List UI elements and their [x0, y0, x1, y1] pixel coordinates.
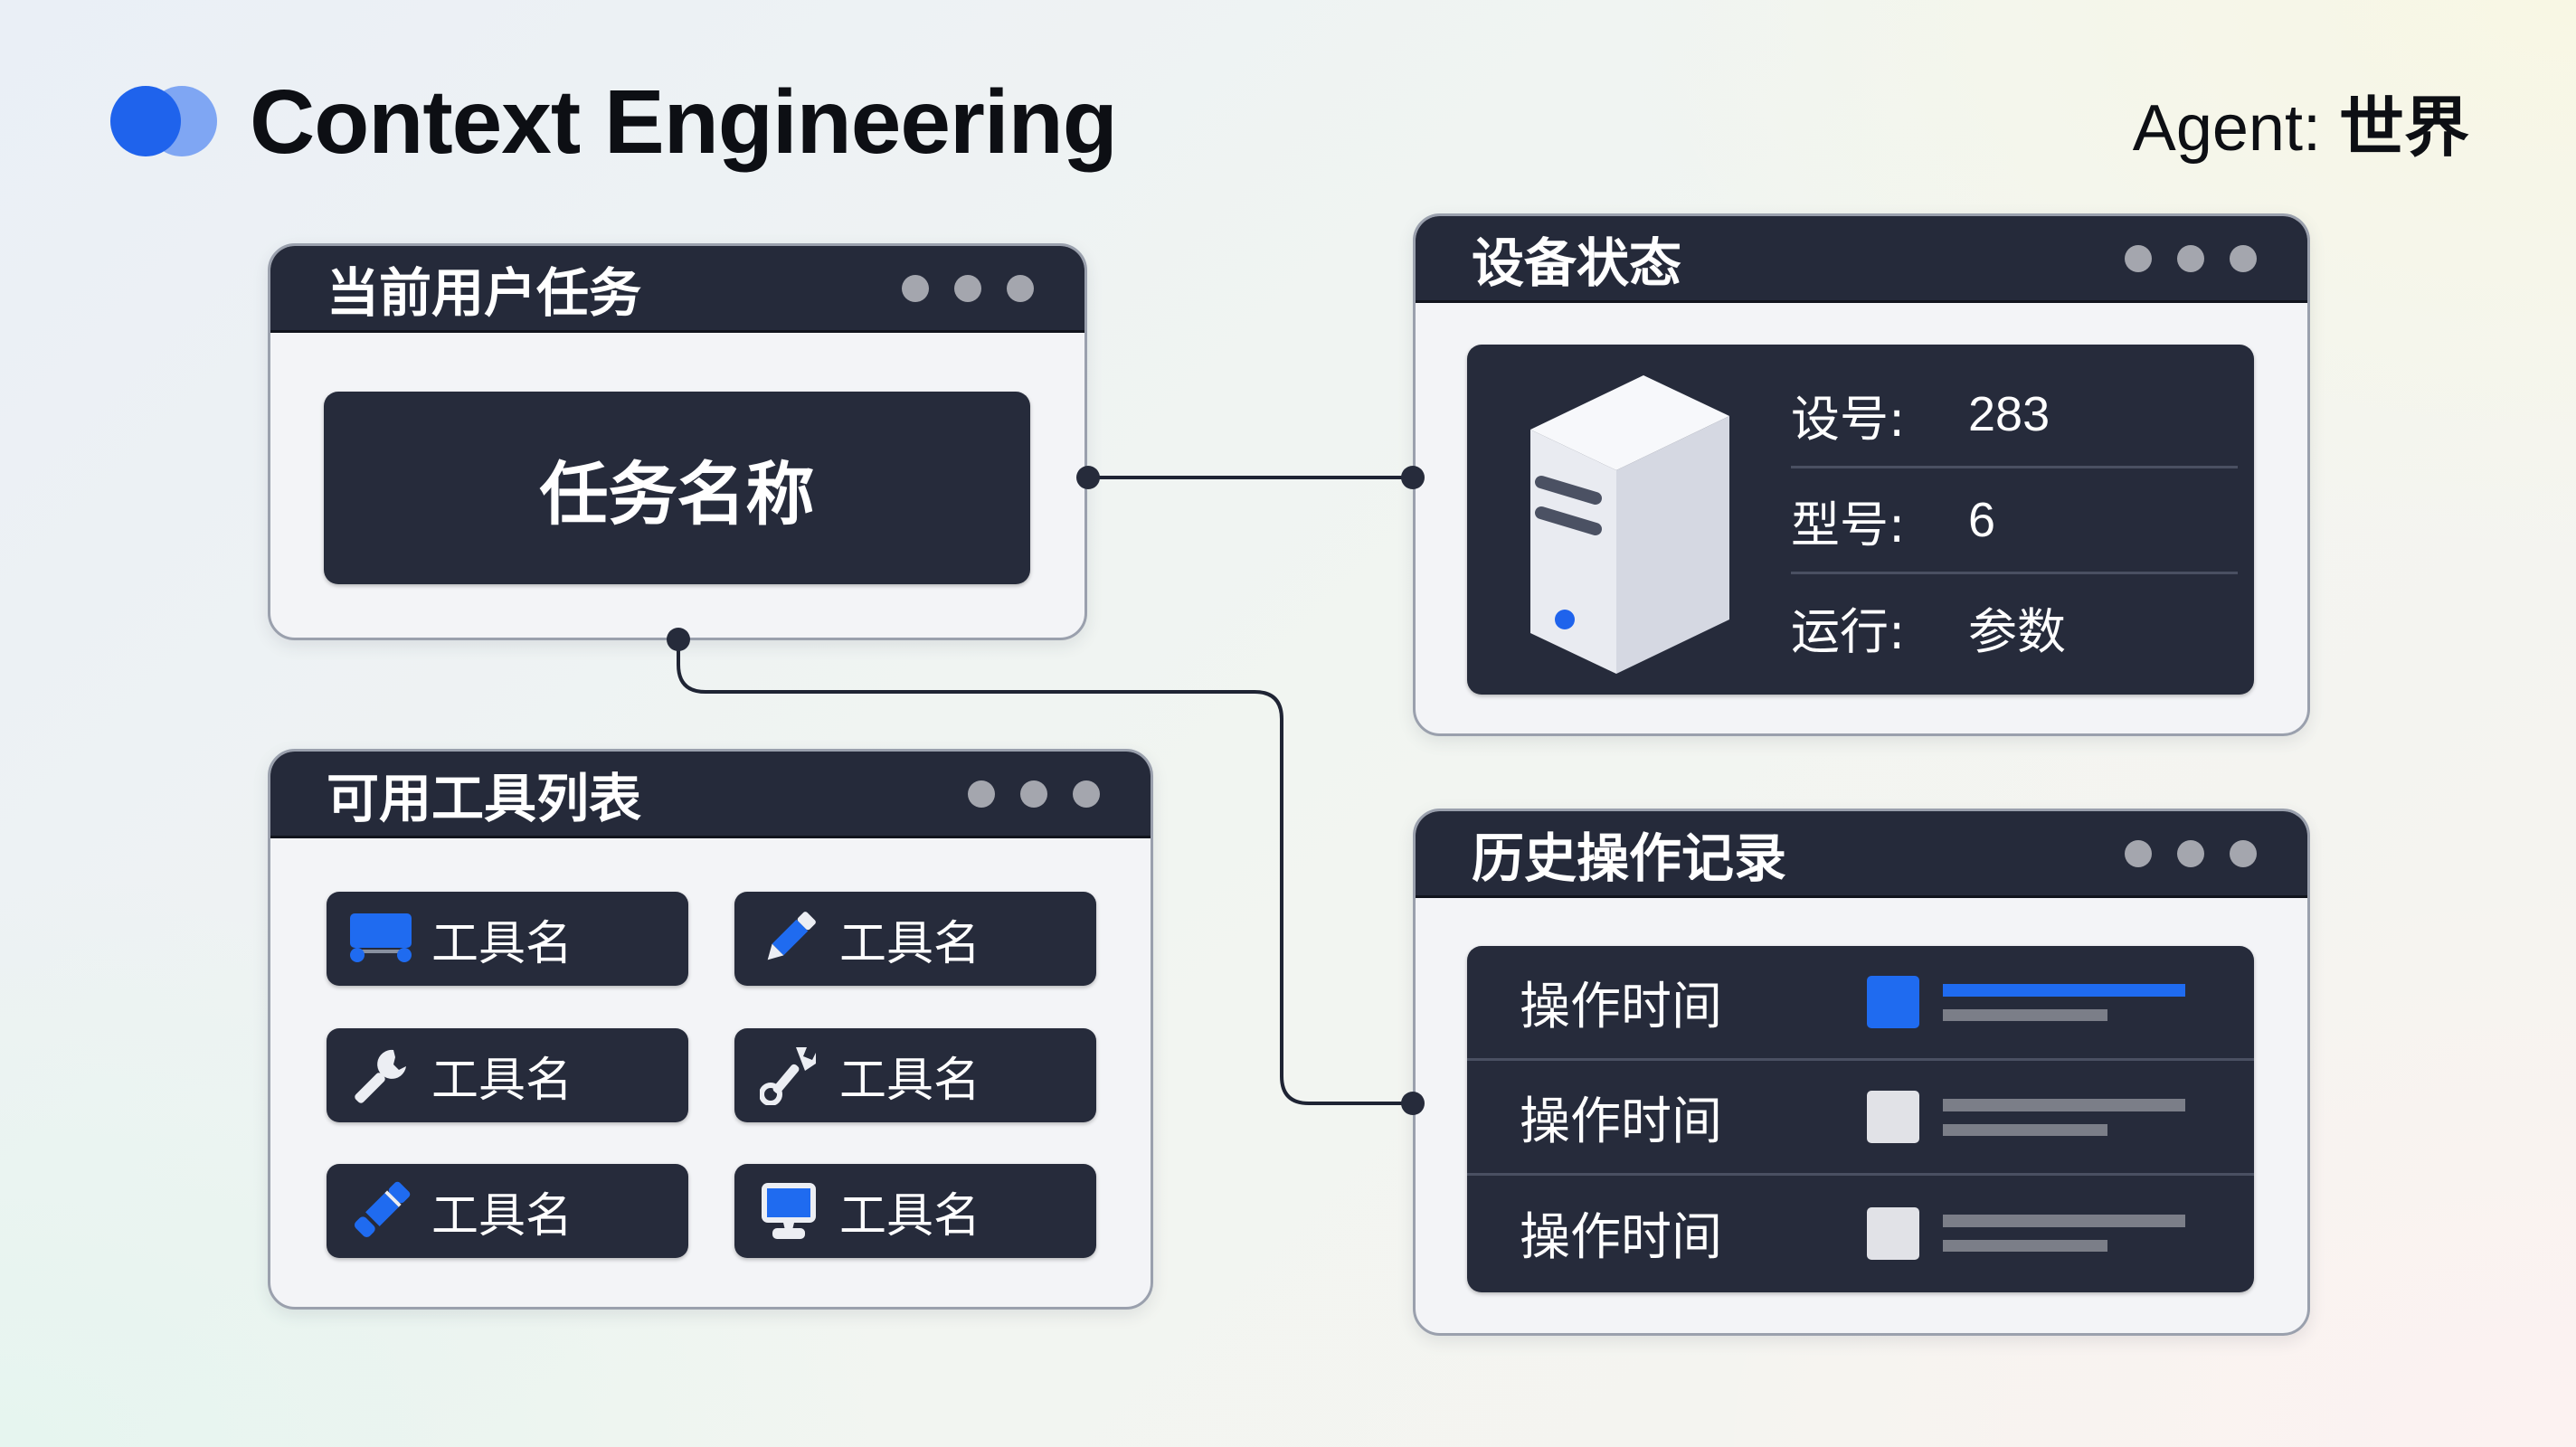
history-time: 操作时间 [1520, 1092, 1722, 1151]
window-controls [2125, 244, 2257, 272]
history-window-title: 历史操作记录 [1472, 827, 1787, 889]
device-value: 6 [1968, 493, 1996, 547]
device-value: 283 [1968, 387, 2050, 441]
agent-value: 世界 [2338, 90, 2469, 166]
tool-label: 工具名 [431, 1053, 573, 1108]
task-window-title: 当前用户任务 [327, 261, 642, 324]
history-line-secondary [1943, 1123, 2107, 1136]
history-list: 操作时间 操作时间 操作时间 [1467, 946, 2254, 1292]
device-info-card: 设号: 283 型号: 6 运行: 参数 [1467, 345, 2254, 695]
history-status-square [1867, 1206, 1919, 1260]
history-row[interactable]: 操作时间 [1467, 946, 2254, 1061]
tool-label: 工具名 [839, 1188, 981, 1244]
logo [110, 86, 219, 156]
device-row-running: 运行: 参数 [1791, 574, 2238, 680]
device-label: 型号: [1791, 496, 1906, 553]
device-window-title: 设备状态 [1472, 232, 1682, 294]
history-line-secondary [1943, 1240, 2107, 1252]
server-tower-icon [1530, 375, 1729, 674]
agent-label: Agent: [2132, 92, 2321, 165]
history-line-primary [1943, 1215, 2185, 1227]
tool-button[interactable]: 工具名 [327, 1028, 688, 1122]
window-dot-3[interactable] [2230, 839, 2257, 867]
window-dot-2[interactable] [2177, 839, 2204, 867]
history-line-primary [1943, 1098, 2185, 1111]
window-dot-3[interactable] [1073, 780, 1100, 808]
window-dot-1[interactable] [2125, 839, 2152, 867]
history-detail-placeholder [1943, 983, 2185, 1021]
window-dot-2[interactable] [2177, 244, 2204, 272]
wrench-icon [346, 1041, 415, 1110]
tools-window: 可用工具列表 工具名 工具名 工具名 工具名 工具名 [268, 749, 1153, 1310]
history-line-primary [1943, 983, 2185, 997]
tool-button[interactable]: 工具名 [734, 1164, 1096, 1258]
tool-button[interactable]: 工具名 [734, 1028, 1096, 1122]
window-controls [968, 780, 1100, 808]
history-window: 历史操作记录 操作时间 操作时间 操作时间 [1413, 809, 2310, 1336]
tools-window-title: 可用工具列表 [327, 767, 642, 829]
window-dot-1[interactable] [2125, 244, 2152, 272]
window-dot-2[interactable] [954, 274, 981, 302]
history-time: 操作时间 [1520, 1208, 1722, 1267]
window-controls [902, 274, 1034, 302]
pencil-icon [754, 904, 823, 973]
window-dot-1[interactable] [968, 780, 995, 808]
device-window-header: 设备状态 [1416, 216, 2307, 303]
tool-button[interactable]: 工具名 [734, 892, 1096, 986]
device-value: 参数 [1968, 603, 2066, 660]
task-name: 任务名称 [539, 453, 815, 534]
tool-label: 工具名 [431, 1188, 573, 1244]
device-info-list: 设号: 283 型号: 6 运行: 参数 [1791, 363, 2238, 680]
history-status-square [1867, 976, 1919, 1028]
tool-label: 工具名 [839, 1053, 981, 1108]
history-detail-placeholder [1943, 1215, 2185, 1252]
history-window-header: 历史操作记录 [1416, 811, 2307, 898]
marker-icon [346, 1177, 415, 1245]
window-controls [2125, 839, 2257, 867]
device-row-id: 设号: 283 [1791, 363, 2238, 468]
tool-label: 工具名 [839, 916, 981, 971]
wrench-icon [754, 1041, 823, 1110]
window-dot-3[interactable] [2230, 244, 2257, 272]
logo-circle-front [110, 86, 181, 156]
tool-label: 工具名 [431, 916, 573, 971]
task-window-header: 当前用户任务 [270, 246, 1084, 333]
window-dot-1[interactable] [902, 274, 929, 302]
cart-icon [346, 904, 415, 973]
device-status-window: 设备状态 设号: 283 型号: 6 运行: [1413, 213, 2310, 736]
device-label: 运行: [1791, 603, 1906, 660]
window-dot-3[interactable] [1007, 274, 1034, 302]
history-detail-placeholder [1943, 1098, 2185, 1136]
device-label: 设号: [1791, 390, 1906, 448]
tools-window-header: 可用工具列表 [270, 752, 1151, 838]
monitor-icon [754, 1177, 823, 1245]
agent-indicator: Agent: 世界 [2133, 74, 2469, 169]
history-row[interactable]: 操作时间 [1467, 1061, 2254, 1176]
tool-button[interactable]: 工具名 [327, 892, 688, 986]
history-time: 操作时间 [1520, 977, 1722, 1036]
device-row-model: 型号: 6 [1791, 468, 2238, 574]
task-name-card[interactable]: 任务名称 [324, 392, 1030, 584]
history-row[interactable]: 操作时间 [1467, 1176, 2254, 1291]
task-window: 当前用户任务 任务名称 [268, 243, 1087, 640]
page-title: Context Engineering [250, 71, 1118, 173]
window-dot-2[interactable] [1020, 780, 1047, 808]
history-status-square [1867, 1091, 1919, 1143]
history-line-secondary [1943, 1008, 2107, 1021]
tool-button[interactable]: 工具名 [327, 1164, 688, 1258]
